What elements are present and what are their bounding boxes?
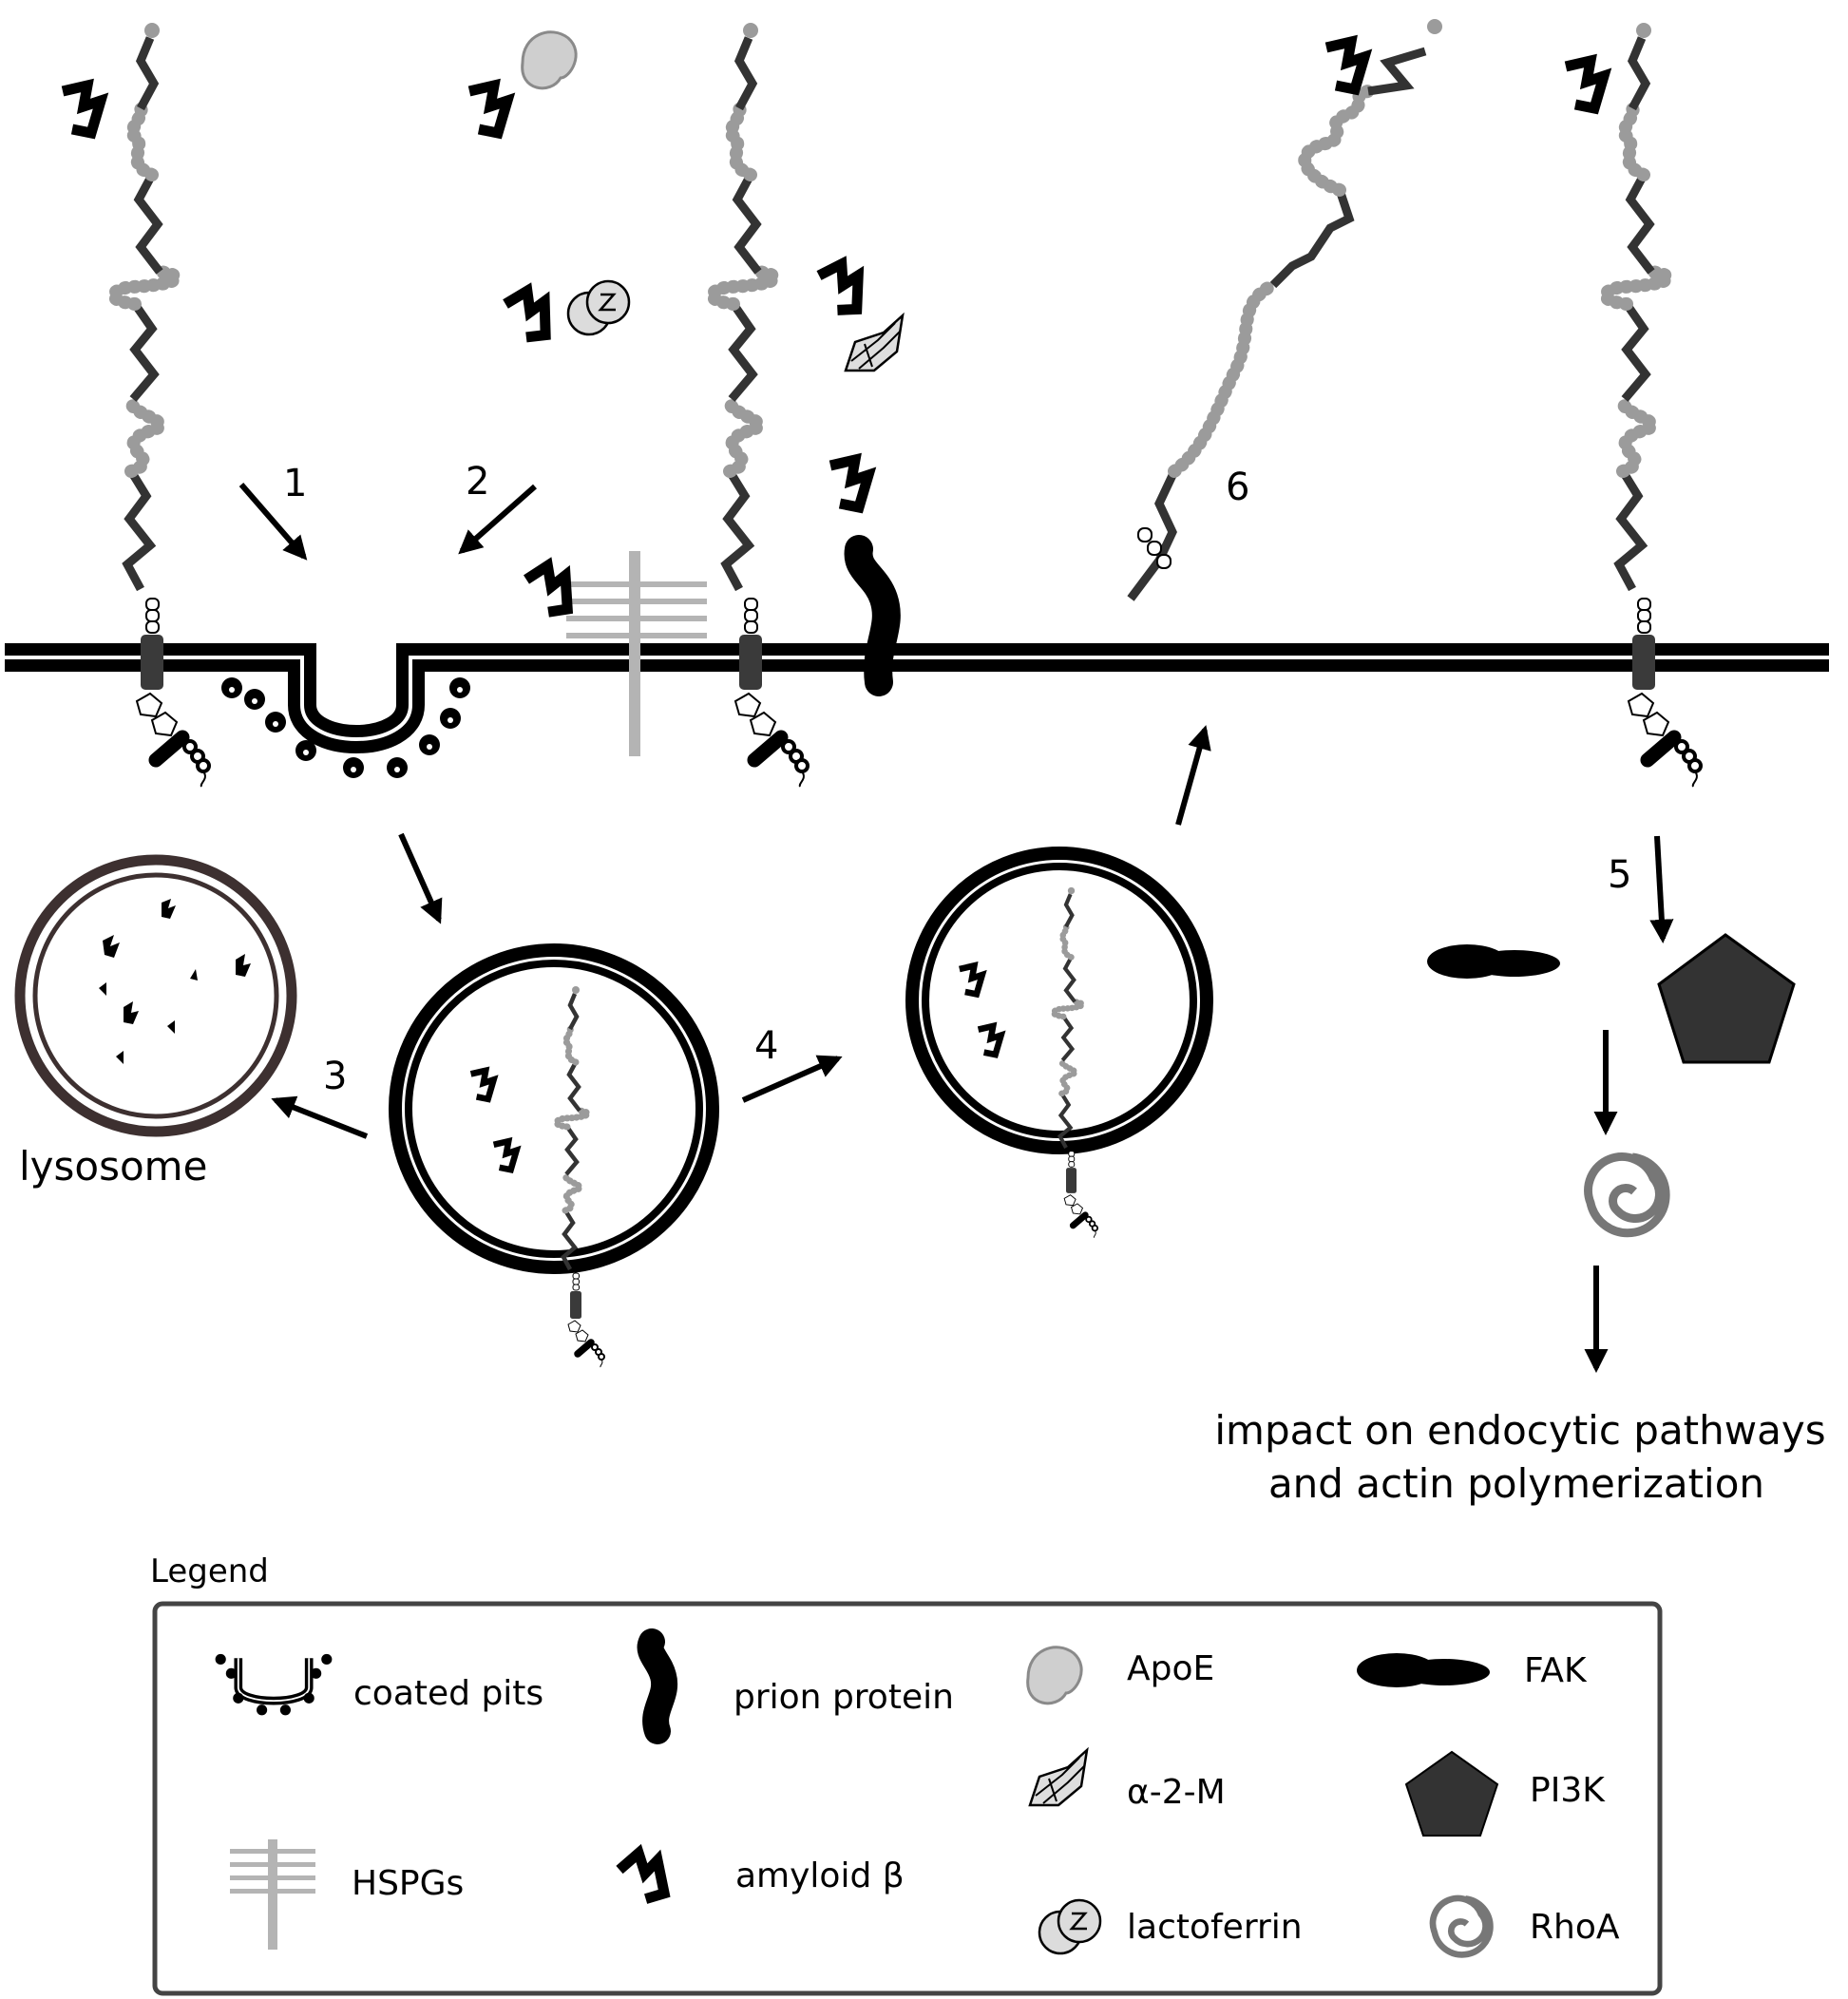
step-6: 6: [1226, 466, 1249, 509]
step-3: 3: [323, 1055, 347, 1098]
amyloid-free: [63, 42, 1604, 619]
prion-protein-icon: [637, 1628, 678, 1744]
apoe-complex: [521, 30, 578, 90]
legend-fak: FAK: [1524, 1651, 1588, 1690]
prion-protein: [844, 535, 901, 696]
lactoferrin-complex: [566, 279, 631, 336]
hspg-left: [114, 23, 209, 787]
hspg-middle: [713, 23, 808, 787]
step-labels: 1 2 3 4 5 6: [283, 460, 1631, 1098]
legend-pi3k: PI3K: [1530, 1771, 1606, 1810]
legend-coated-pits: coated pits: [353, 1674, 543, 1713]
legend-title: Legend: [150, 1552, 269, 1590]
hspg-comb: [566, 551, 707, 756]
coated-pits-icon: [215, 1654, 333, 1716]
step-2: 2: [466, 460, 489, 504]
coated-pit: [221, 677, 470, 778]
hspg-right: [1606, 23, 1701, 787]
rhoa-molecule: [1589, 1157, 1667, 1233]
step-4: 4: [754, 1024, 778, 1068]
fak-icon: [1357, 1653, 1490, 1687]
legend-rhoa: RhoA: [1530, 1908, 1620, 1947]
fak-molecule: [1427, 944, 1560, 979]
lysosome-label: lysosome: [19, 1143, 207, 1190]
legend-a2m: α-2-M: [1127, 1773, 1226, 1812]
lysosome: [14, 854, 297, 1137]
pi3k-molecule: [1657, 933, 1796, 1064]
legend-lactoferrin: lactoferrin: [1127, 1908, 1303, 1947]
impact-line-2: and actin polymerization: [1268, 1460, 1764, 1507]
pi3k-icon: [1404, 1750, 1499, 1837]
step-5: 5: [1608, 853, 1631, 897]
plasma-membrane: [5, 643, 1829, 753]
recycling-endosome: [905, 847, 1213, 1238]
shed-hspg: [1127, 19, 1442, 601]
step-1: 1: [283, 462, 307, 505]
a2m-complex: [844, 314, 905, 372]
rhoa-icon: [1433, 1898, 1490, 1954]
legend-apoe: ApoE: [1127, 1649, 1214, 1688]
hspgs-icon: [230, 1839, 315, 1950]
apoe-icon: [1026, 1646, 1083, 1705]
legend-hspgs: HSPGs: [352, 1864, 464, 1903]
lactoferrin-icon: [1038, 1898, 1102, 1955]
amyloid-icon: [617, 1847, 673, 1907]
legend-prion-protein: prion protein: [733, 1678, 954, 1717]
legend-amyloid: amyloid β: [735, 1856, 905, 1895]
arrows: [238, 483, 1674, 1374]
legend-box: coated pits prion protein ApoE FAK α-2-M…: [152, 1601, 1663, 1996]
endosome: [389, 943, 719, 1367]
impact-line-1: impact on endocytic pathways: [1214, 1407, 1825, 1454]
a2m-icon: [1028, 1748, 1089, 1807]
